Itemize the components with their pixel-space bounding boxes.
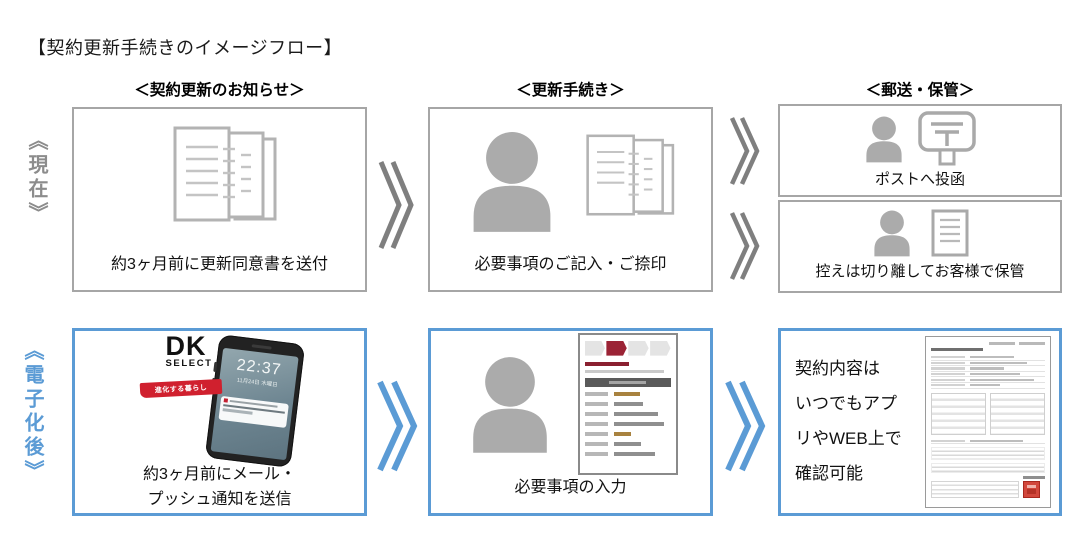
contract-fee-tables xyxy=(931,392,1045,435)
document-stack-icon xyxy=(173,126,276,222)
box-caption: 必要事項の入力 xyxy=(514,479,627,497)
contract-document-thumbnail xyxy=(925,336,1051,508)
box-current-keep: 控えは切り離してお客様で保管 xyxy=(778,200,1062,293)
icon-area xyxy=(780,202,1060,260)
column-header-notice: ＜契約更新のお知らせ＞ xyxy=(134,82,305,99)
person-icon xyxy=(866,116,902,163)
chevron-right-arrow xyxy=(378,161,414,249)
page-title: 【契約更新手続きのイメージフロー】 xyxy=(28,38,343,58)
person-icon xyxy=(874,210,910,257)
person-icon xyxy=(473,132,550,232)
document-stack-icon xyxy=(585,134,674,216)
chevron-right-arrow-blue xyxy=(725,380,766,472)
row-label-current: 《現在》 xyxy=(25,130,47,226)
icon-area xyxy=(74,109,365,253)
row-label-digital: 《電子化後》 xyxy=(21,340,43,484)
box-caption: 約3ヶ月前にメール・ プッシュ通知を送信 xyxy=(143,466,296,508)
red-seal-stamp xyxy=(1023,481,1040,499)
chevron-right-arrow xyxy=(730,212,760,280)
box-caption: 約3ヶ月前に更新同意書を送付 xyxy=(111,256,328,274)
smartphone: 22:37 11月24日 木曜日 xyxy=(204,334,305,468)
phone-lockscreen: 22:37 11月24日 木曜日 xyxy=(210,347,299,461)
box-current-post: ポストへ投函 xyxy=(778,104,1062,197)
postal-mark-sign-icon xyxy=(918,111,976,166)
icon-area xyxy=(780,106,1060,168)
dk-select-logo: DK SELECT xyxy=(165,331,213,369)
document-icon xyxy=(931,209,969,257)
box-caption: 必要事項のご記入・ご捺印 xyxy=(474,256,667,274)
online-form-screenshot xyxy=(577,332,678,475)
box-caption: 契約内容は いつでもアプ リやWEB上で 確認可能 xyxy=(795,359,902,483)
box-caption: ポストへ投函 xyxy=(874,171,965,188)
chevron-right-arrow-blue xyxy=(377,380,418,472)
smartphone-notification-image: DK SELECT 進化する暮らし 22:37 11月24日 木曜日 xyxy=(130,331,310,468)
column-header-procedure: ＜更新手続き＞ xyxy=(516,82,625,99)
box-current-procedure: 必要事項のご記入・ご捺印 xyxy=(428,107,713,292)
app-icon xyxy=(223,398,228,403)
brand-slogan-ribbon: 進化する暮らし xyxy=(139,378,222,399)
box-current-notice: 約3ヶ月前に更新同意書を送付 xyxy=(72,107,367,292)
box-digital-procedure: 必要事項の入力 xyxy=(428,328,713,516)
column-header-mailing: ＜郵送・保管＞ xyxy=(865,82,975,99)
form-step-indicator xyxy=(584,340,671,356)
chevron-right-arrow xyxy=(730,117,760,185)
icon-area xyxy=(431,331,710,476)
push-notification-card xyxy=(217,395,289,428)
person-icon xyxy=(472,356,547,453)
box-digital-confirm: 契約内容は いつでもアプ リやWEB上で 確認可能 xyxy=(778,328,1062,516)
box-caption: 控えは切り離してお客様で保管 xyxy=(815,262,1025,280)
icon-area xyxy=(430,109,711,253)
box-digital-notice: DK SELECT 進化する暮らし 22:37 11月24日 木曜日 約3ヶ月前… xyxy=(72,328,367,516)
